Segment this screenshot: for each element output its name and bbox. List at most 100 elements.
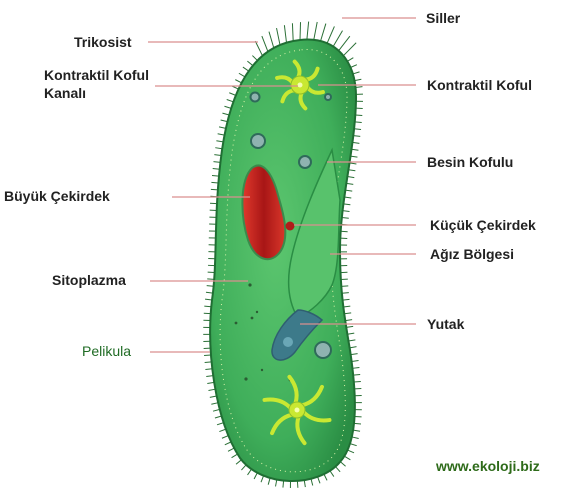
cilium [205, 369, 212, 370]
cilium [333, 31, 342, 47]
cilium [219, 127, 226, 128]
cilium [254, 473, 257, 479]
cilium [221, 120, 228, 122]
cilium [204, 306, 211, 307]
cilium [300, 22, 301, 40]
cilium [353, 430, 360, 431]
cilium [207, 382, 214, 383]
label-kontraktil-koful: Kontraktil Koful [427, 77, 532, 94]
cilium [335, 467, 340, 472]
cilium [330, 471, 334, 477]
gullet-vacuole [283, 337, 293, 347]
cilium [353, 374, 360, 375]
cilium [352, 142, 359, 143]
cilium [236, 460, 241, 464]
cilium [277, 28, 280, 45]
cilium [213, 169, 220, 170]
cilium [216, 141, 223, 142]
label-besin-kofulu: Besin Kofulu [427, 154, 513, 171]
label-kontraktil-koful-kanali-line2: Kanalı [44, 85, 86, 102]
cilium [239, 73, 245, 77]
cilium [344, 456, 350, 460]
cilium [215, 148, 222, 149]
cilium [342, 293, 349, 294]
label-pelikula: Pelikula [82, 343, 131, 360]
cilium [311, 479, 313, 486]
label-sitoplazma: Sitoplazma [52, 272, 126, 289]
cilium [307, 22, 309, 40]
cilium [343, 299, 350, 300]
cilium [255, 41, 262, 56]
cilium [247, 61, 252, 65]
cilium [352, 437, 359, 439]
cilium [350, 444, 357, 446]
label-yutak: Yutak [427, 316, 464, 333]
cilium [352, 367, 359, 368]
cilium [354, 381, 361, 382]
cilium [261, 476, 264, 483]
cilium [268, 478, 270, 485]
cilium [318, 477, 320, 484]
cilium [350, 347, 357, 348]
label-siller: Siller [426, 10, 460, 27]
cilium [351, 156, 358, 157]
cilium [343, 306, 350, 307]
cilium [211, 182, 218, 183]
vacuole-core [295, 408, 300, 413]
cilium [283, 481, 284, 488]
cilium [347, 177, 354, 178]
cilium [345, 320, 352, 321]
cilium [352, 149, 359, 150]
website-watermark: www.ekoloji.biz [436, 458, 540, 474]
cilium [228, 448, 234, 451]
cilium [276, 480, 277, 487]
cilium [356, 87, 363, 88]
cilium [211, 403, 218, 405]
cilium [304, 480, 305, 487]
cilium [348, 450, 354, 453]
cilium [292, 23, 293, 41]
label-kontraktil-koful-kanali-line1: Kontraktil Koful [44, 67, 149, 84]
cilium [346, 326, 353, 327]
cilium [327, 26, 334, 43]
cilium [218, 134, 225, 135]
cilium [284, 25, 286, 42]
cilium [269, 32, 274, 48]
cilium [248, 469, 252, 475]
cilium [353, 136, 360, 137]
cilium [340, 462, 345, 467]
cilium [222, 113, 229, 115]
cilium [355, 122, 362, 123]
label-buyuk-cekirdek: Büyük Çekirdek [4, 188, 110, 205]
cilium [213, 162, 220, 163]
cilium [206, 376, 213, 377]
cilium [208, 389, 215, 390]
cilium [206, 292, 213, 293]
cilium [212, 175, 219, 176]
cilium [344, 313, 351, 314]
cilium [314, 22, 317, 40]
cilium [205, 299, 212, 300]
cilium [346, 183, 353, 184]
label-trikosist: Trikosist [74, 34, 132, 51]
cilium [235, 80, 241, 83]
cilium [339, 36, 350, 51]
cilium [241, 465, 246, 470]
cilium [214, 155, 221, 156]
cilium [351, 354, 358, 355]
cilium [229, 93, 236, 96]
cilium [227, 99, 234, 101]
cilium [297, 481, 298, 488]
cilium [210, 396, 217, 397]
cilium [354, 423, 361, 424]
micronucleus [286, 222, 295, 231]
cilium [347, 333, 354, 334]
cilium [341, 286, 348, 287]
cilium [349, 163, 356, 164]
cilium [224, 106, 231, 108]
cilium [324, 474, 327, 480]
cilium [321, 24, 326, 42]
label-kucuk-cekirdek: Küçük Çekirdek [430, 217, 536, 234]
cilium [352, 361, 359, 362]
